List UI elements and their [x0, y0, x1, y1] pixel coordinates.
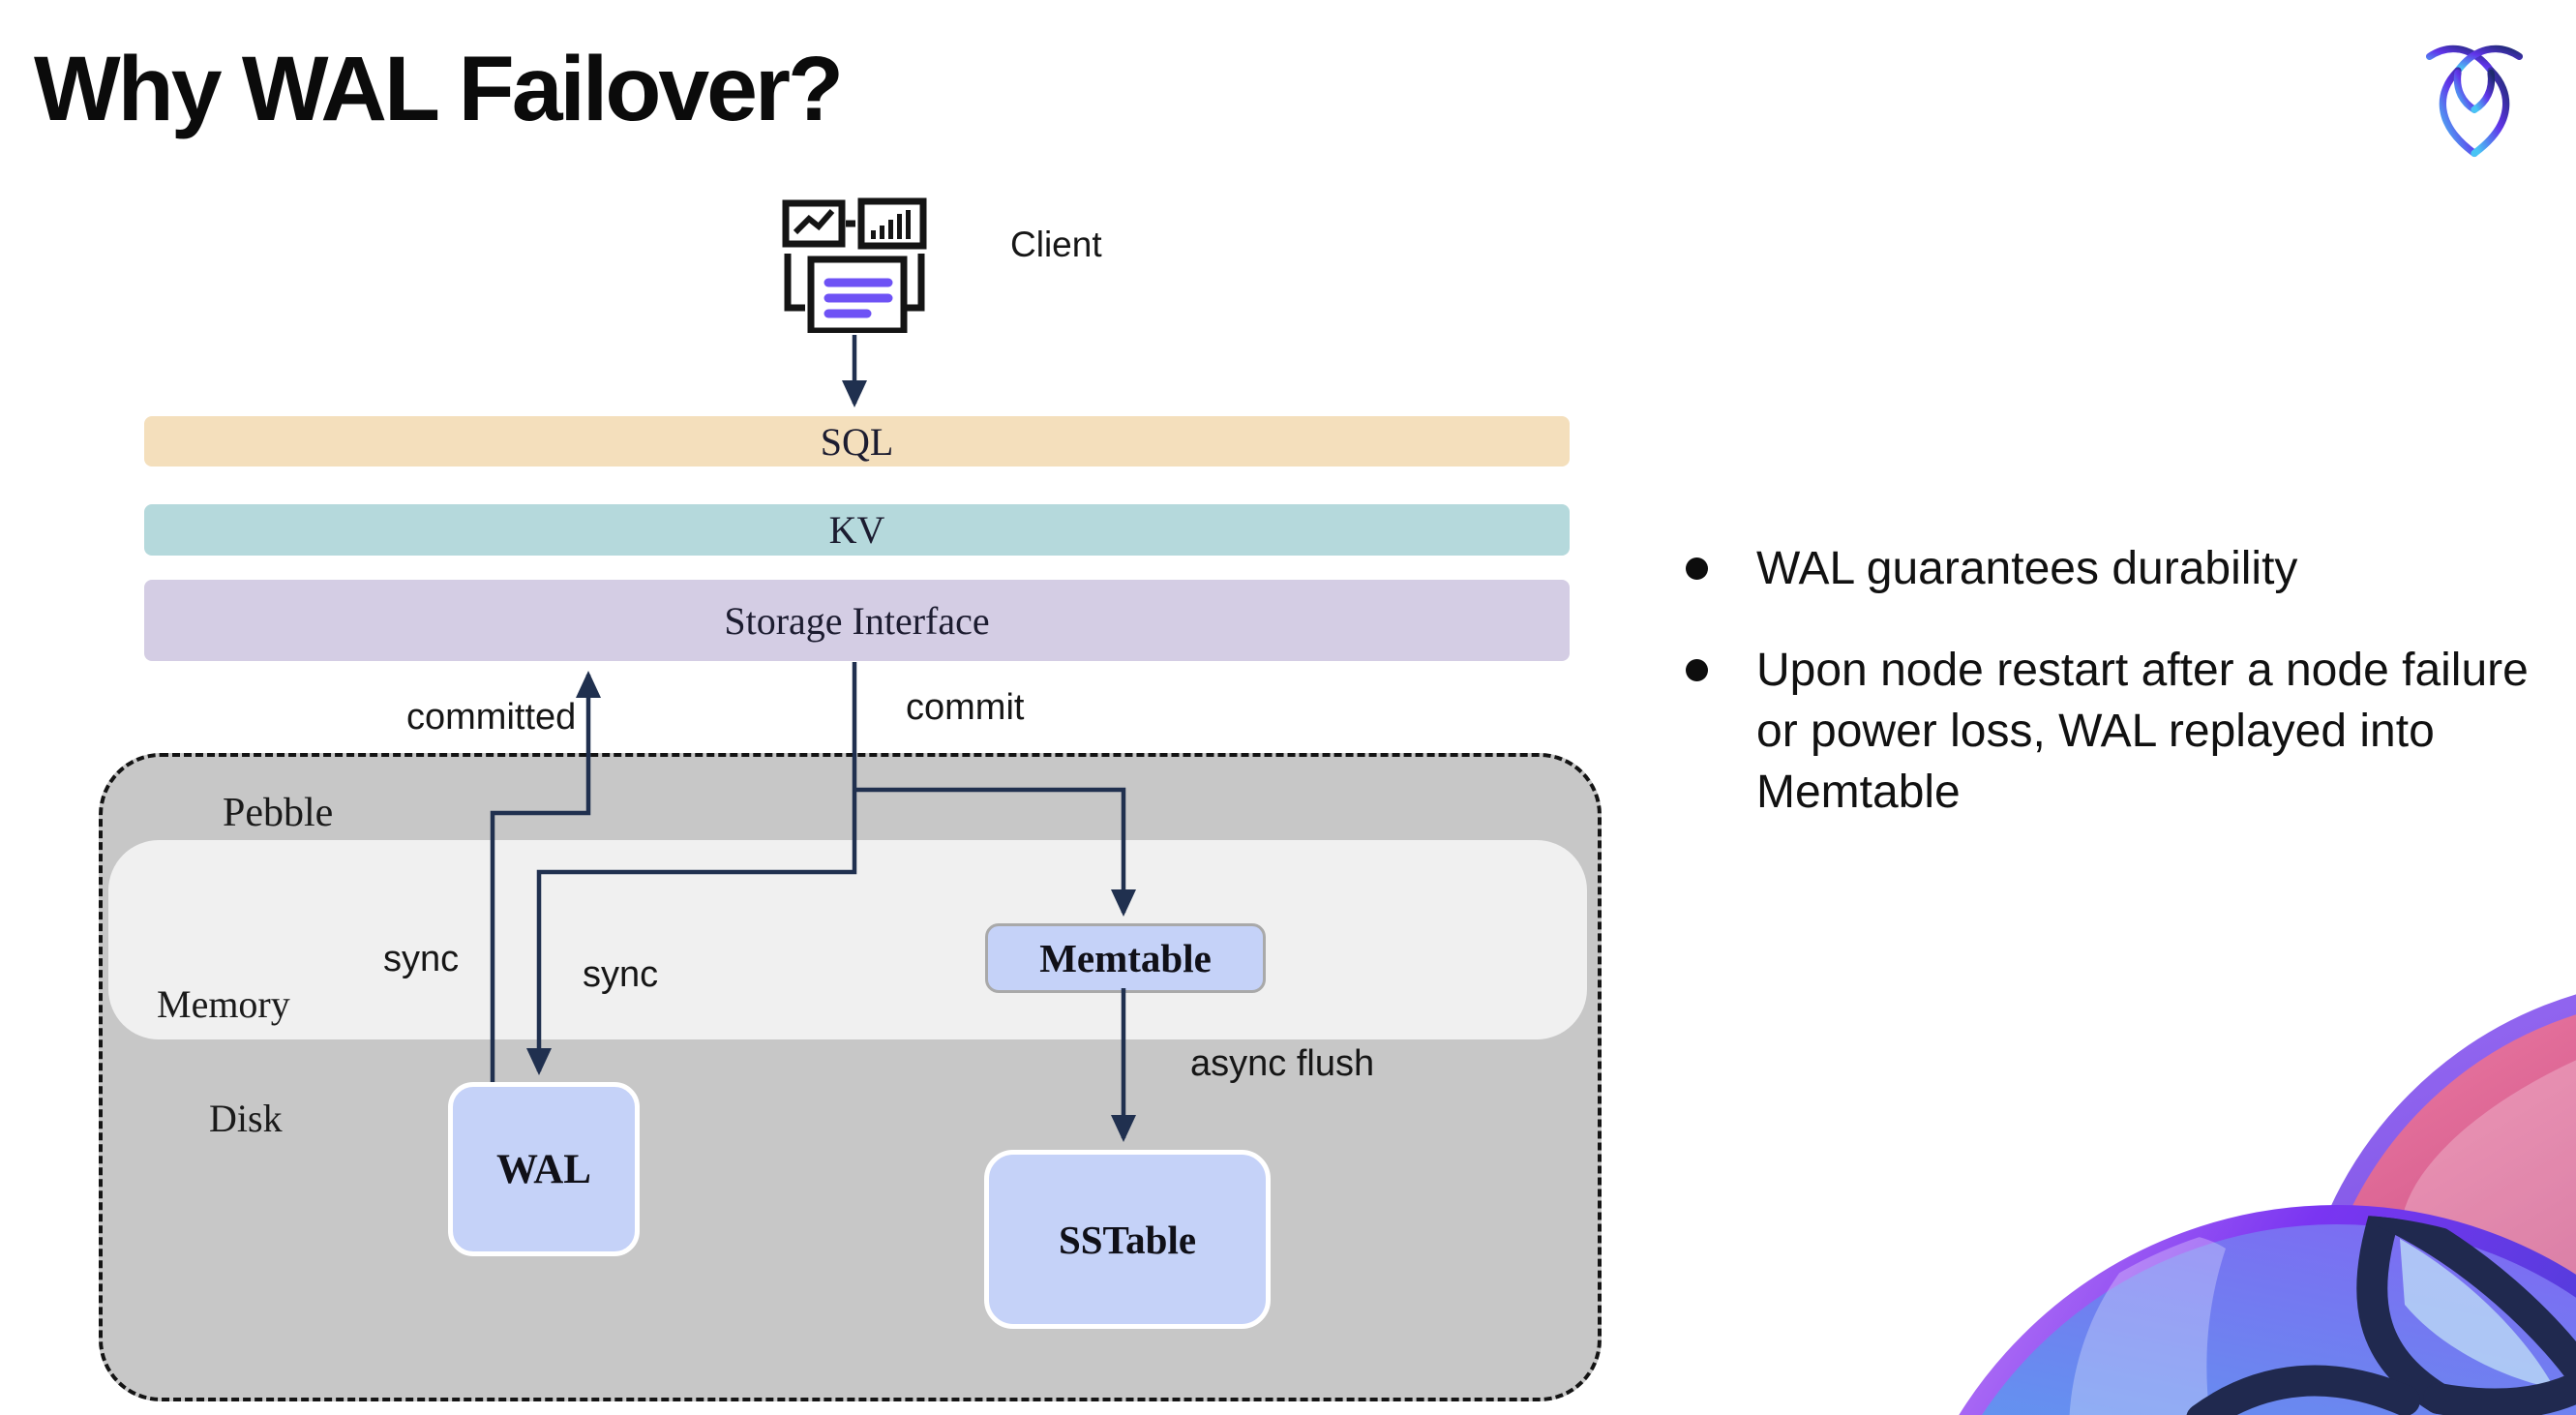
leaf-outline	[2186, 1215, 2576, 1415]
bullet-icon	[1686, 557, 1708, 580]
layer-storage-interface: Storage Interface	[144, 580, 1570, 661]
bar-chart-glyph	[871, 210, 911, 239]
bullet-icon	[1686, 659, 1708, 681]
committed-label: committed	[406, 697, 577, 738]
memory-band	[108, 840, 1587, 1039]
client-label: Client	[1010, 225, 1102, 264]
client-app-icon	[782, 197, 927, 333]
sync-right-label: sync	[583, 954, 659, 995]
memtable-box: Memtable	[985, 923, 1266, 993]
wal-box: WAL	[448, 1082, 640, 1256]
async-flush-label: async flush	[1190, 1043, 1375, 1084]
list-item: WAL guarantees durability	[1686, 538, 2547, 599]
document-lines-glyph	[824, 278, 893, 318]
page-title: Why WAL Failover?	[34, 38, 844, 140]
bullet-text: WAL guarantees durability	[1756, 543, 2298, 594]
cockroachdb-logo-icon	[2425, 45, 2524, 158]
layer-sql: SQL	[144, 416, 1570, 467]
list-item: Upon node restart after a node failure o…	[1686, 640, 2547, 823]
sstable-box: SSTable	[984, 1150, 1271, 1329]
commit-label: commit	[906, 687, 1025, 728]
brand-art	[1959, 994, 2576, 1415]
pebble-label: Pebble	[223, 791, 334, 835]
sync-left-label: sync	[383, 939, 460, 979]
bullet-text: Upon node restart after a node failure o…	[1756, 645, 2529, 818]
memory-zone-label: Memory	[157, 982, 290, 1026]
disk-zone-label: Disk	[209, 1097, 283, 1140]
layer-kv: KV	[144, 504, 1570, 556]
bullet-list: WAL guarantees durability Upon node rest…	[1686, 538, 2547, 823]
